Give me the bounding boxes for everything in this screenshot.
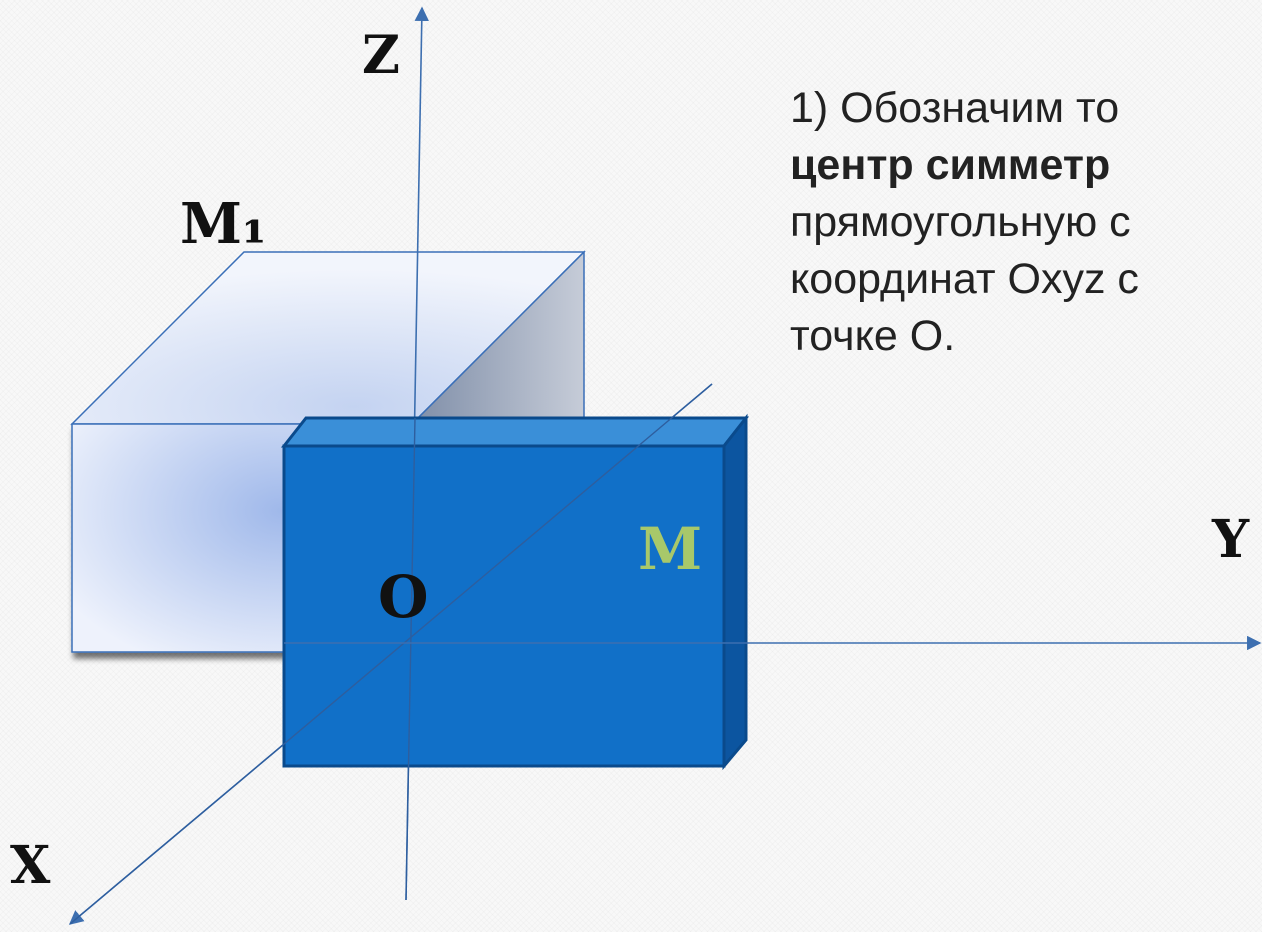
y-axis-label: Y bbox=[1212, 509, 1250, 570]
front-box-side-face bbox=[722, 413, 748, 771]
z-axis-label: Z bbox=[362, 25, 400, 86]
step-line-2: центр симметр bbox=[790, 141, 1111, 189]
x-axis-label: X bbox=[10, 835, 51, 896]
step-line-3: прямоугольную с bbox=[790, 198, 1131, 246]
axes-front bbox=[69, 383, 1262, 925]
step-line-4: координат Oxyz с bbox=[790, 255, 1139, 303]
x-axis-through-box bbox=[69, 383, 713, 925]
step-line-5: точке O. bbox=[790, 312, 956, 360]
point-m1-label: M₁ bbox=[180, 191, 267, 257]
step-description: 1) Обозначим то центр симметр прямоуголь… bbox=[790, 80, 1262, 365]
front-box-front-face bbox=[282, 444, 726, 768]
front-box-m bbox=[280, 413, 750, 771]
step-line-1: 1) Обозначим то bbox=[790, 84, 1120, 132]
point-m-label: M bbox=[638, 515, 703, 583]
front-box-top-face bbox=[280, 416, 750, 448]
origin-label: O bbox=[378, 563, 429, 631]
z-axis-through-box bbox=[405, 417, 416, 901]
